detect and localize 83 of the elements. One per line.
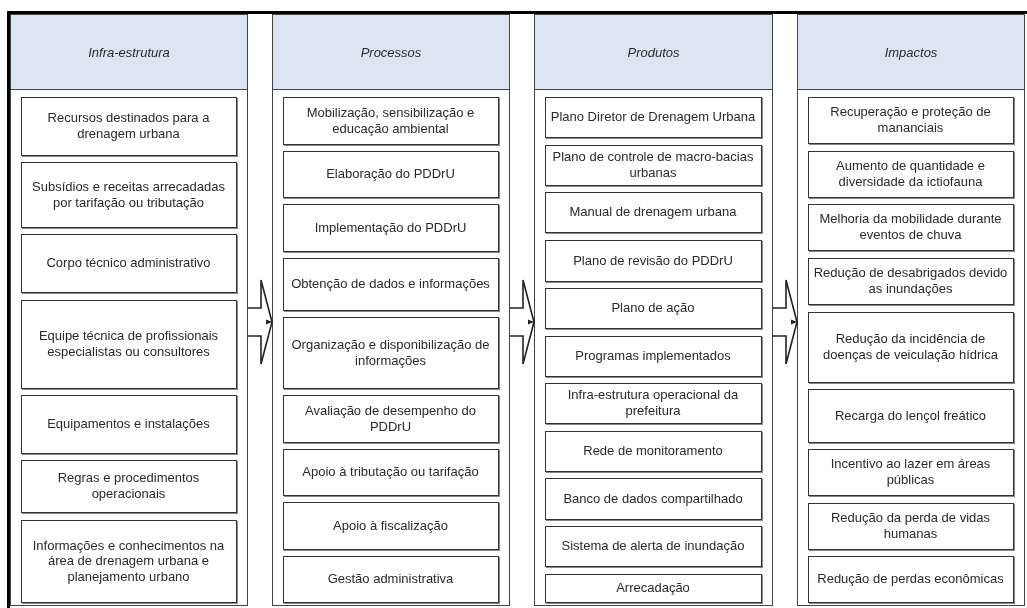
column-panel (797, 14, 1025, 606)
item-text: Avaliação de desempenho do PDDrU (303, 402, 478, 435)
item-text: Equipamentos e instalações (47, 416, 210, 432)
item-text: Organização e disponibilização de informações (290, 336, 491, 369)
item-text: Rede de monitoramento (583, 443, 723, 459)
item-box (807, 555, 1014, 603)
item-text: Informações e conhecimentos na área de drenagem urbana e planejamento urbano (31, 537, 226, 585)
column-panel (272, 14, 510, 606)
item-box (20, 161, 237, 228)
item-text: Programas implementados (575, 348, 731, 364)
item-box (282, 203, 499, 252)
item-box (544, 96, 762, 138)
item-box (282, 316, 499, 389)
column-panel (534, 14, 773, 606)
item-box (282, 555, 499, 603)
item-box (282, 150, 499, 198)
item-box (282, 448, 499, 496)
item-box (807, 311, 1014, 383)
block-arrow (509, 279, 535, 365)
item-text: Arrecadação (616, 580, 690, 596)
item-text: Incentivo ao lazer em áreas públicas (829, 456, 992, 488)
column-heading: Impactos (798, 15, 1024, 90)
item-text: Plano Diretor de Drenagem Urbana (550, 109, 756, 125)
item-box (544, 573, 762, 603)
item-text: Corpo técnico administrativo (46, 255, 211, 271)
item-text: Recarga do lençol freático (835, 407, 986, 424)
item-box (807, 150, 1014, 198)
item-box (544, 287, 762, 329)
item-text: Apoio à tributação ou tarifação (302, 464, 479, 480)
item-box (544, 239, 762, 282)
item-text: Obtenção de dados e informações (291, 276, 490, 292)
item-text: Subsídios e receitas arrecadadas por tarifação ou tributação (31, 178, 226, 211)
item-box (282, 394, 499, 443)
item-text: Gestão administrativa (327, 571, 454, 587)
item-box (20, 299, 237, 389)
item-text: Recuperação e proteção de mananciais (829, 104, 992, 136)
item-box (807, 388, 1014, 443)
item-box (282, 96, 499, 145)
item-box (20, 394, 237, 454)
block-arrow (772, 279, 798, 365)
item-box (807, 502, 1014, 550)
item-box (20, 459, 237, 513)
item-text: Infra-estrutura operacional da prefeitura (566, 387, 740, 419)
item-box (282, 257, 499, 311)
item-text: Plano de revisão do PDDrU (573, 252, 733, 269)
column-heading: Processos (273, 15, 509, 90)
item-text: Mobilização, sensibilização e educação ambiental (305, 104, 476, 137)
item-text: Redução de desabrigados devido as inundações (812, 265, 1009, 297)
item-box (544, 477, 762, 520)
column-heading: Infra-estrutura (11, 15, 247, 90)
item-text: Sistema de alerta de inundação (561, 538, 745, 554)
item-box (20, 96, 237, 156)
column-panel (10, 14, 248, 606)
item-box (544, 382, 762, 424)
item-box (544, 335, 762, 377)
item-text: Redução da perda de vidas humanas (830, 510, 991, 542)
item-text: Equipe técnica de profissionais especialistas ou consultores (37, 328, 220, 360)
item-text: Manual de drenagem urbana (569, 204, 737, 220)
item-box (20, 233, 237, 293)
item-box (807, 448, 1014, 496)
item-text: Melhoria da mobilidade durante eventos de chuva (818, 211, 1003, 243)
item-box (282, 501, 499, 550)
item-text: Aumento de quantidade e diversidade da ictiofauna (835, 158, 986, 190)
item-box (807, 203, 1014, 251)
item-box (807, 257, 1014, 305)
item-box (544, 430, 762, 472)
item-text: Elaboração do PDDrU (326, 166, 455, 182)
item-box (20, 519, 237, 603)
item-text: Redução da incidência de doenças de veiculação hídrica (822, 331, 999, 363)
item-text: Redução de perdas econômicas (817, 571, 1004, 587)
item-box (807, 96, 1014, 144)
item-text: Plano de controle de macro-bacias urbanas (551, 149, 755, 181)
block-arrow (247, 279, 273, 365)
item-text: Recursos destinados para a drenagem urbana (46, 110, 211, 142)
item-text: Regras e procedimentos operacionais (56, 470, 201, 502)
item-box (544, 191, 762, 233)
item-text: Implementação do PDDrU (314, 219, 467, 236)
item-box (544, 144, 762, 186)
column-heading: Produtos (535, 15, 772, 90)
item-text: Plano de ação (611, 300, 695, 316)
item-box (544, 525, 762, 567)
item-text: Banco de dados compartilhado (563, 490, 743, 507)
item-text: Apoio à fiscalização (333, 517, 448, 534)
